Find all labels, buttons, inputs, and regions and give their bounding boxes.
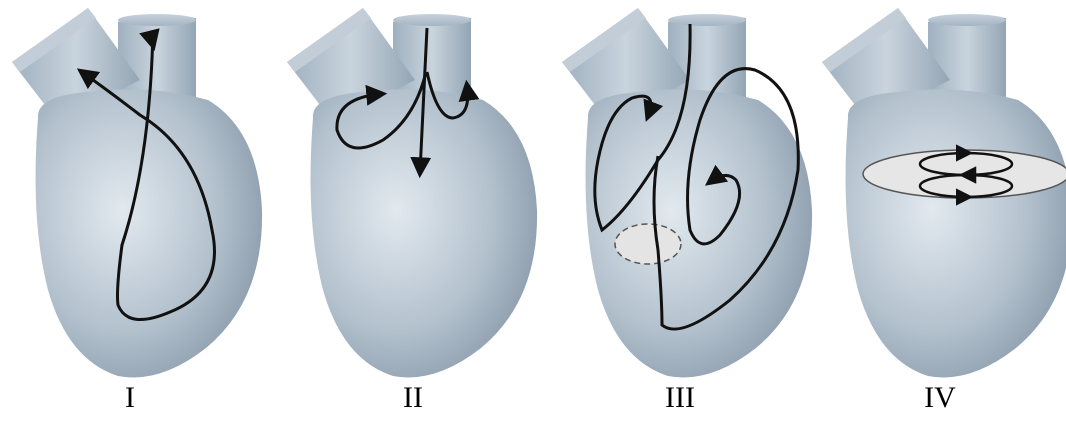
panel-4 <box>822 8 1066 377</box>
panel-label-1: I <box>125 381 135 414</box>
panel-2 <box>287 8 537 377</box>
panel-1 <box>12 8 262 377</box>
panel-label-4: IV <box>924 381 956 414</box>
panel-3 <box>562 8 812 377</box>
panel-label-2: II <box>403 381 423 414</box>
panel-label-3: III <box>665 381 695 414</box>
heart-shape-2 <box>287 8 537 377</box>
valve-1 <box>615 224 681 264</box>
